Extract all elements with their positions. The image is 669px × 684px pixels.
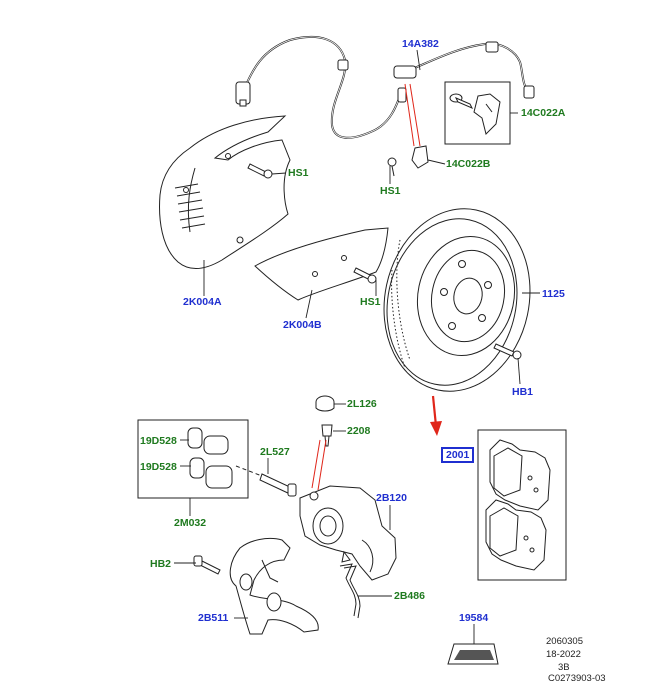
callout-19D528-b[interactable]: 19D528	[140, 461, 177, 473]
callout-2B486[interactable]: 2B486	[394, 590, 425, 602]
callout-2208[interactable]: 2208	[347, 425, 371, 437]
callout-2L527[interactable]: 2L527	[260, 446, 290, 458]
hose-bracket[interactable]	[339, 563, 361, 619]
ref-code-4: C0273903-03	[548, 673, 606, 684]
callout-19584[interactable]: 19584	[459, 612, 489, 624]
brake-pad-kit-box[interactable]	[477, 429, 567, 581]
guide-pin[interactable]	[235, 465, 297, 497]
callout-hs1-top[interactable]: HS1	[288, 167, 309, 179]
callout-2B511[interactable]: 2B511	[198, 612, 229, 624]
warning-label-part[interactable]	[447, 643, 499, 665]
callout-2M032[interactable]: 2M032	[174, 517, 207, 529]
leader-lines	[174, 49, 540, 644]
callout-2B120[interactable]: 2B120	[376, 492, 407, 504]
callout-19D528-a[interactable]: 19D528	[140, 435, 177, 447]
guide-pin-kit-box[interactable]	[137, 419, 249, 499]
ref-code-2: 18-2022	[546, 649, 581, 660]
callout-14C022B[interactable]: 14C022B	[446, 158, 491, 170]
callout-14A382[interactable]: 14A382	[402, 38, 439, 50]
ref-code-3: 3B	[558, 662, 570, 673]
brake-disc[interactable]	[367, 195, 546, 405]
brake-caliper[interactable]	[299, 485, 397, 581]
callout-2K004A[interactable]: 2K004A	[183, 296, 222, 308]
bleed-cap[interactable]	[315, 395, 335, 412]
red-markers	[311, 83, 442, 491]
callout-hb1[interactable]: HB1	[512, 386, 534, 398]
clip-detail-box	[444, 81, 511, 145]
callout-hs1-low[interactable]: HS1	[360, 296, 381, 308]
callout-2L126[interactable]: 2L126	[347, 398, 377, 410]
bolt-hs1-mid[interactable]	[353, 267, 377, 284]
caliper-carrier[interactable]	[229, 537, 319, 635]
callout-14C022A[interactable]: 14C022A	[521, 107, 566, 119]
screw-hb1[interactable]	[493, 343, 522, 360]
ref-code-1: 2060305	[546, 636, 583, 647]
bolt-hs1-top[interactable]	[247, 163, 273, 179]
sensor-bracket[interactable]	[387, 145, 429, 177]
callout-hs1-mid[interactable]: HS1	[380, 185, 401, 197]
splash-shield-upper[interactable]	[159, 115, 291, 269]
callout-2001[interactable]: 2001	[441, 447, 475, 463]
bleed-screw[interactable]	[321, 424, 333, 447]
wear-sensor-wire[interactable]	[235, 35, 535, 139]
bolt-hb2[interactable]	[193, 555, 221, 575]
callout-2K004B[interactable]: 2K004B	[283, 319, 322, 331]
callout-hb2[interactable]: HB2	[150, 558, 172, 570]
callout-1125[interactable]: 1125	[542, 288, 565, 300]
splash-shield-lower[interactable]	[254, 227, 389, 301]
